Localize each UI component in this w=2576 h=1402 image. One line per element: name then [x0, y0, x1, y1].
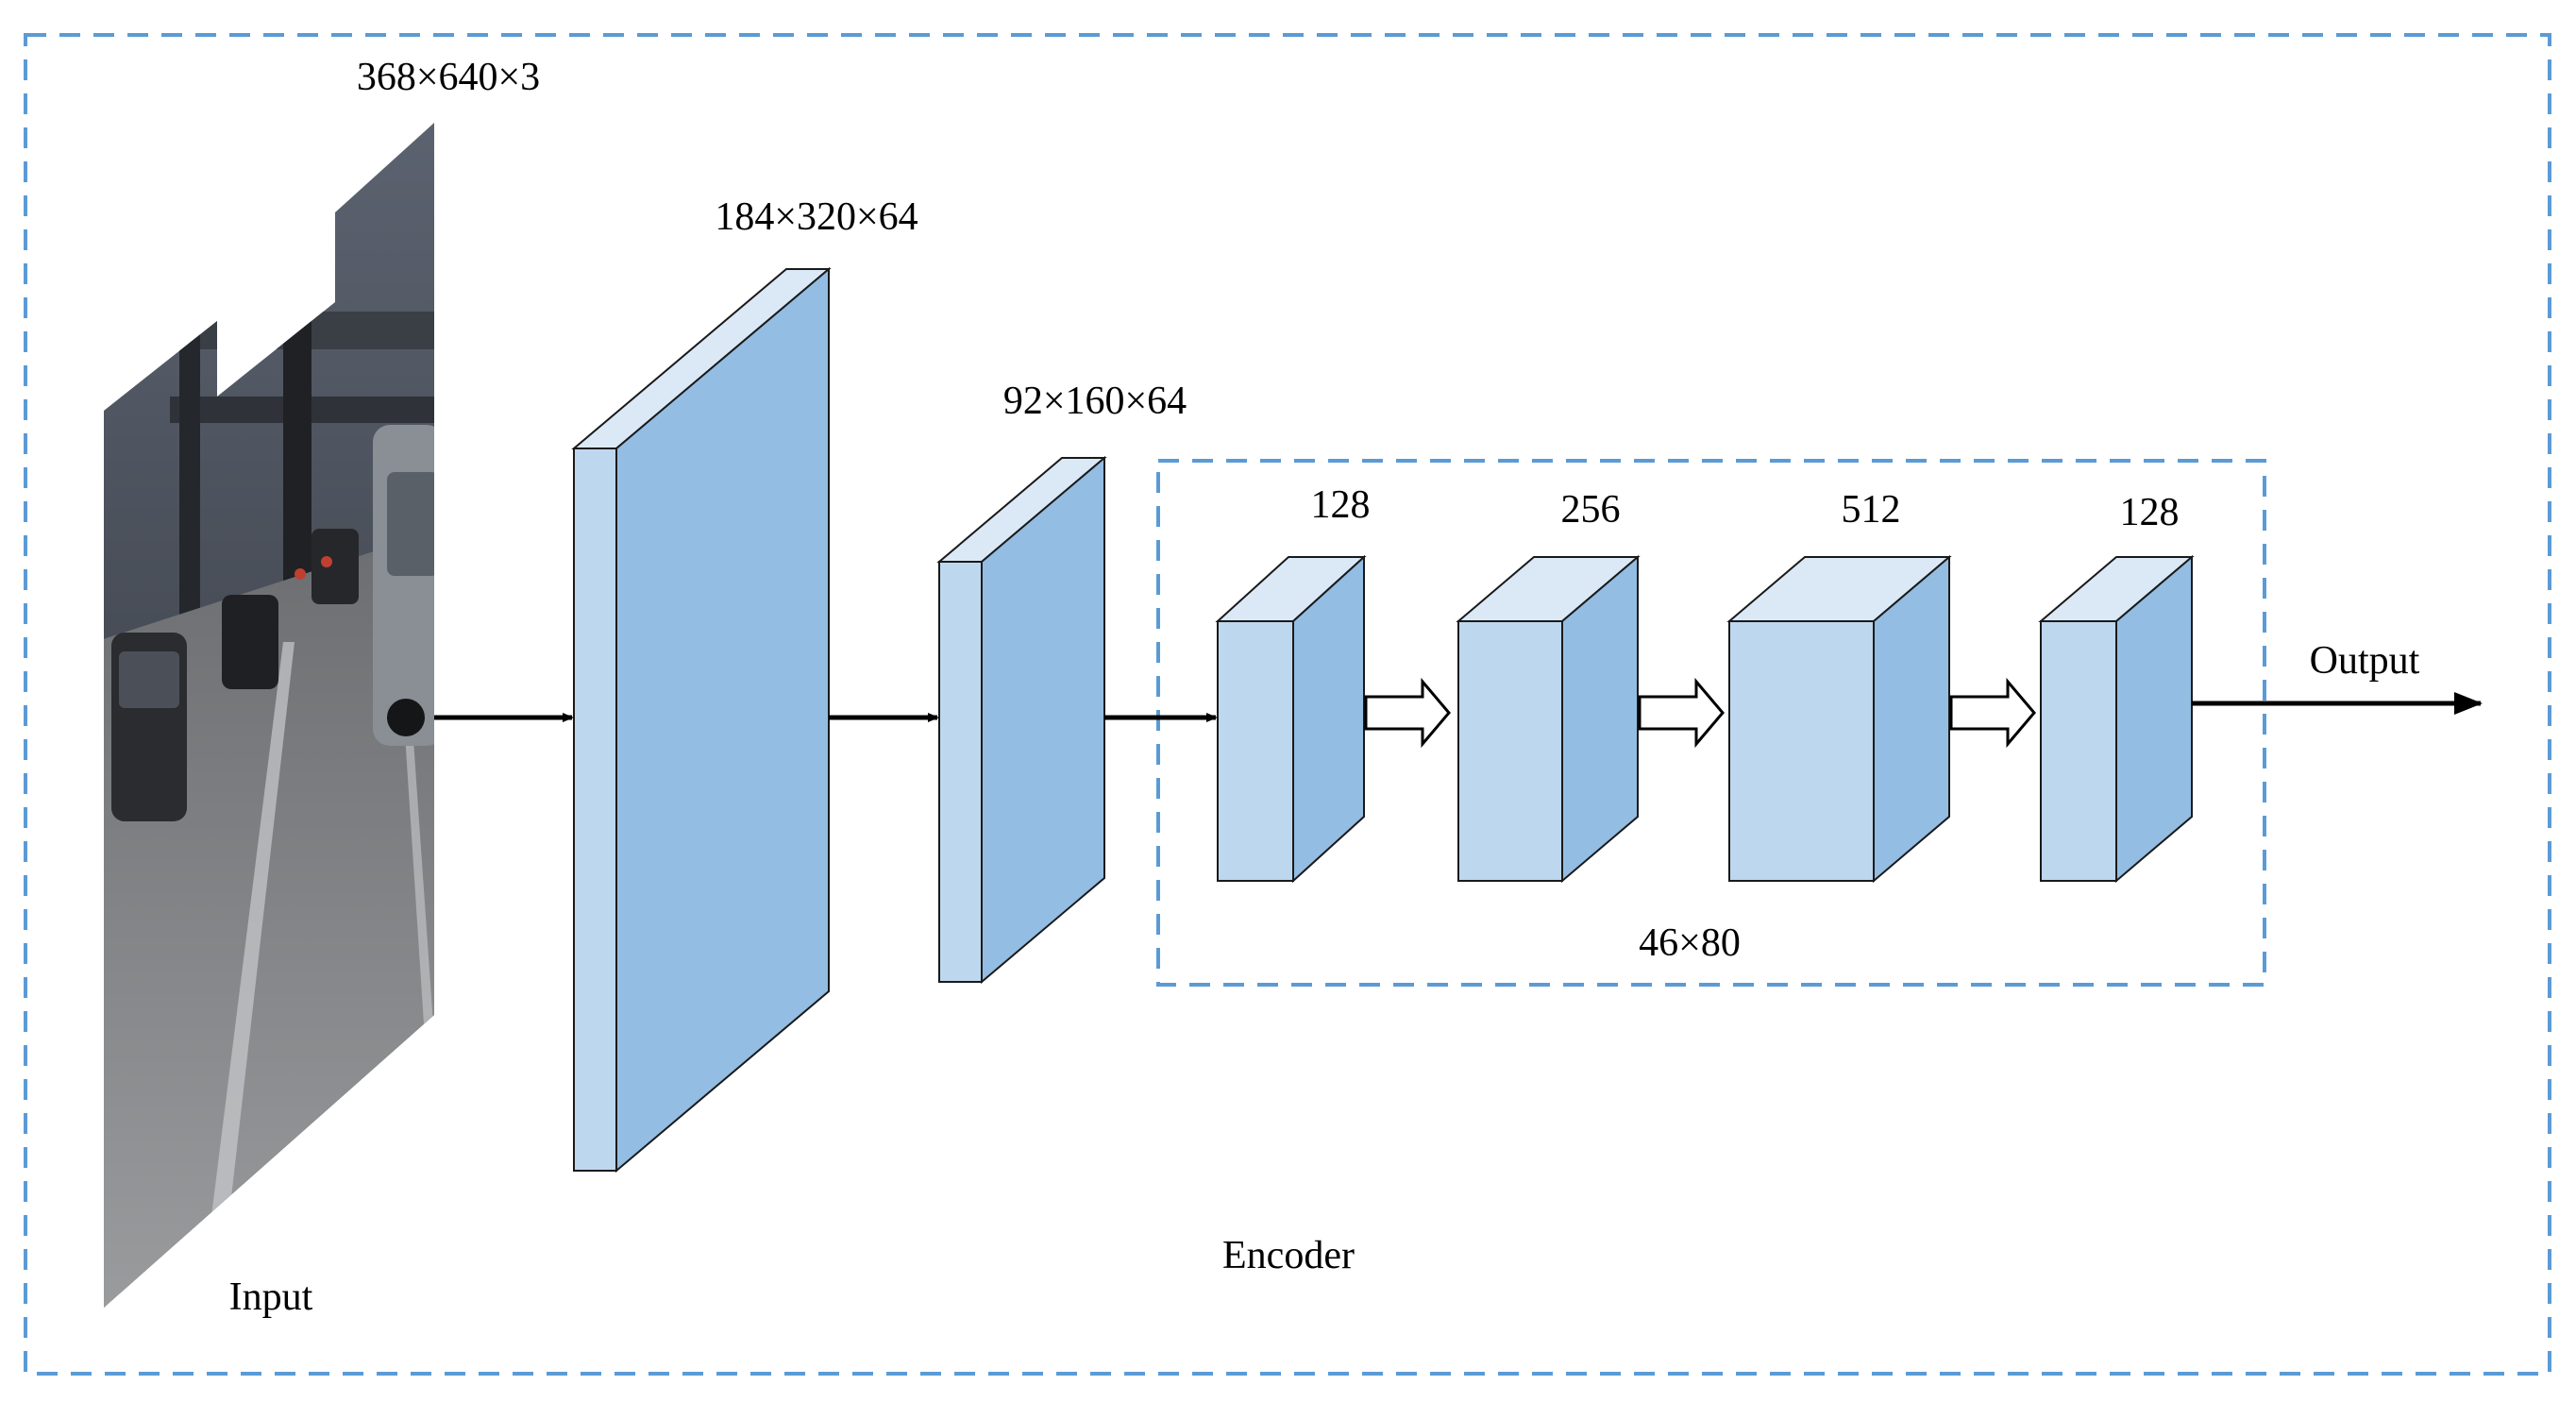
input-image [104, 123, 434, 1308]
block3-channels-label: 512 [1842, 488, 1901, 532]
spatial-dims-label: 46×80 [1639, 921, 1741, 965]
hollow-arrow-block2-to-block3 [1638, 677, 1725, 749]
block-128-last [2038, 554, 2195, 884]
block1-front-face [1217, 620, 1294, 882]
block2-front-face [1457, 620, 1563, 882]
block4-channels-label: 128 [2120, 491, 2180, 534]
block-128-first [1215, 554, 1367, 884]
inner-frame [1156, 459, 2266, 987]
block4-front-face [2040, 620, 2117, 882]
block2-channels-label: 256 [1561, 488, 1621, 532]
block1-channels-label: 128 [1311, 483, 1371, 527]
outer-frame [24, 33, 2551, 1376]
layer2-dims-label: 92×160×64 [1003, 380, 1187, 423]
layer2-front-face [938, 561, 983, 983]
layer1-front-face [573, 448, 617, 1172]
layer1-dims-label: 184×320×64 [715, 195, 918, 239]
hollow-arrow-block1-to-block2 [1364, 677, 1451, 749]
layer1-block [571, 266, 832, 1174]
input-caption: Input [229, 1275, 313, 1319]
layer2-block [936, 455, 1107, 985]
hollow-arrow-block3-to-block4 [1949, 677, 2036, 749]
block-256 [1456, 554, 1641, 884]
block3-front-face [1728, 620, 1875, 882]
output-label: Output [2310, 639, 2420, 683]
input-dims-label: 368×640×3 [357, 56, 540, 99]
block-512 [1726, 554, 1952, 884]
encoder-label: Encoder [1222, 1234, 1355, 1277]
